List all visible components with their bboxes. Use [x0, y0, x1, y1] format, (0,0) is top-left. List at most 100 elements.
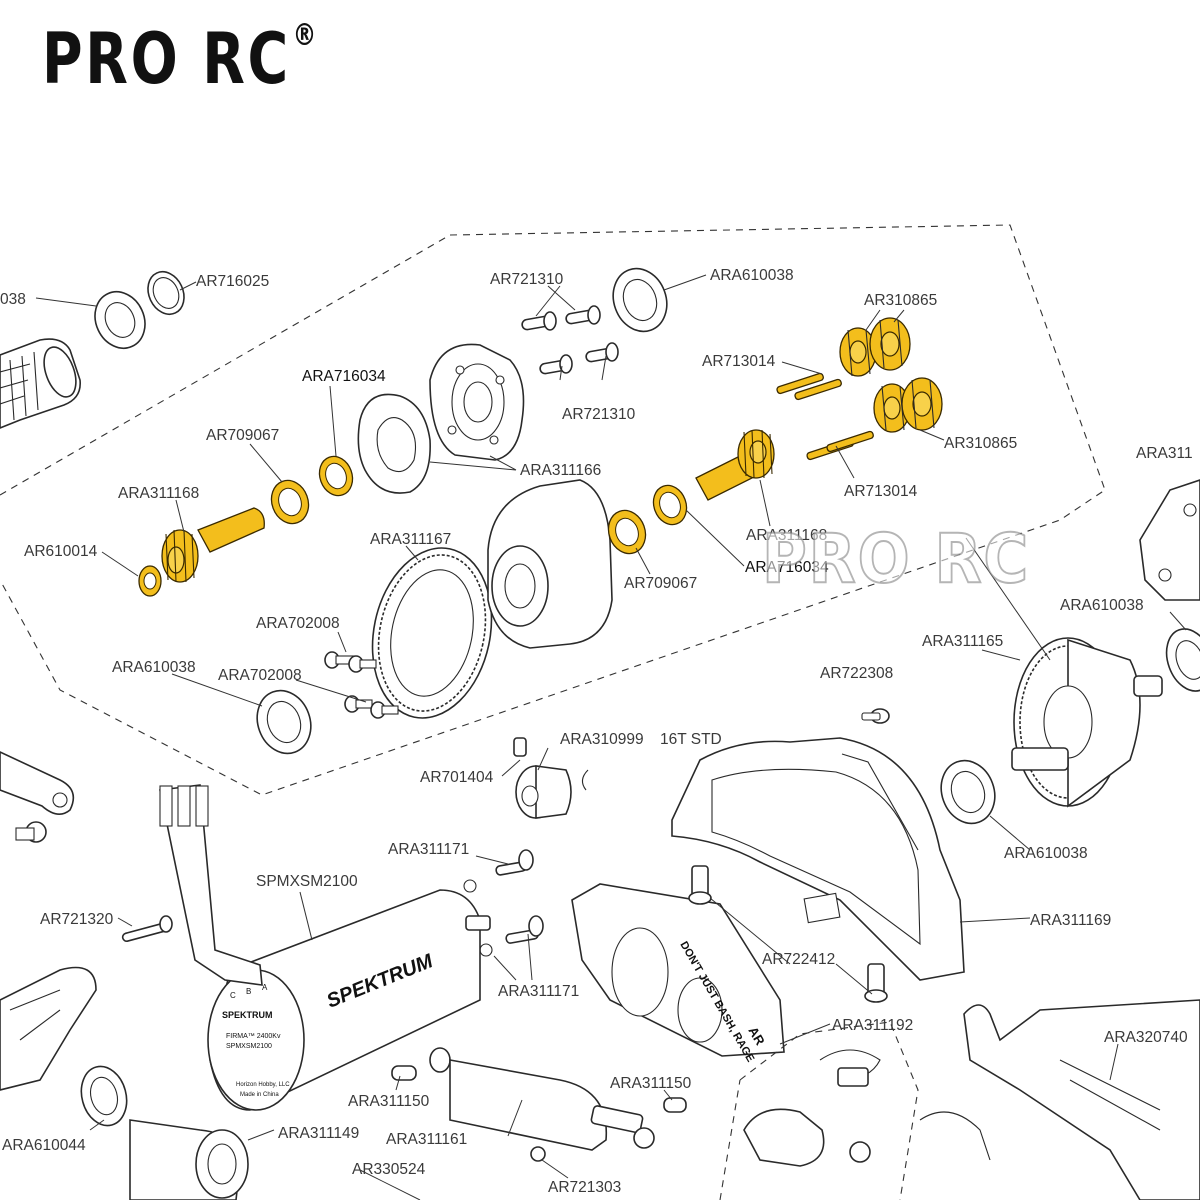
rod-end-left — [0, 751, 75, 815]
label-ara702008-b: ARA702008 — [218, 667, 302, 684]
label-ara311192: ARA311192 — [832, 1017, 913, 1034]
pinion-ara310999 — [515, 765, 572, 819]
label-ar721310-top: AR721310 — [490, 271, 564, 288]
diff-group-outline — [0, 224, 1106, 796]
label-ara702008-a: ARA702008 — [256, 615, 340, 632]
bearing-top-left — [94, 291, 146, 349]
phase-b: B — [246, 987, 251, 996]
bearing-ara610038-lower — [940, 759, 996, 825]
screws-ara702008 — [324, 651, 399, 719]
bearing-ara610038-top — [612, 267, 668, 333]
bearing-ara610044 — [80, 1065, 128, 1127]
label-ar721303: AR721303 — [548, 1179, 621, 1196]
phase-c: C — [230, 991, 236, 1000]
label-ara610038-top: ARA610038 — [710, 267, 794, 284]
setscrew-ar701404 — [513, 737, 527, 757]
label-ara311168-left: ARA311168 — [118, 485, 199, 502]
label-ara311171-b: ARA311171 — [498, 983, 579, 1000]
pin-ar721320 — [121, 915, 173, 942]
shim-ara716034-left — [318, 455, 354, 497]
shim-ara716034-right — [652, 484, 688, 526]
label-ara311161: ARA311161 — [386, 1131, 467, 1148]
pins-ar721310 — [521, 305, 619, 375]
label-ar721310-mid: AR721310 — [562, 406, 636, 423]
eclip-ara310999 — [581, 769, 589, 791]
shock-ara311161 — [429, 1047, 655, 1151]
label-ar721320: AR721320 — [40, 911, 114, 928]
motor-origin: Made in China — [240, 1092, 279, 1098]
output-gear-ara311168-left — [161, 507, 265, 583]
label-ara311169: ARA311169 — [1030, 912, 1111, 929]
label-ar716025: AR716025 — [196, 273, 269, 290]
output-gear-ara311168-right — [695, 429, 775, 501]
label-ara610038-right: ARA610038 — [1060, 597, 1144, 614]
driveshaft-ara311149 — [129, 1119, 249, 1200]
label-ara311167: ARA311167 — [370, 531, 451, 548]
label-ar310865-top: AR310865 — [864, 292, 937, 309]
diff-cap-ara311166 — [429, 343, 525, 461]
label-ar713014-top: AR713014 — [702, 353, 776, 370]
label-ara610044: ARA610044 — [2, 1137, 86, 1154]
registered-mark: ® — [292, 17, 320, 53]
spider-gears-mid — [873, 377, 943, 433]
label-ara610038-lower: ARA610038 — [1004, 845, 1088, 862]
spider-gears-top — [839, 317, 911, 377]
motor-spmxsm2100: SPEKTRUM SPEKTRUM C B A FIRMA™ 2400Kv SP… — [159, 784, 491, 1111]
label-ar310865-mid: AR310865 — [944, 435, 1017, 452]
bearing-ar610014 — [138, 565, 162, 597]
gear-cover-ara311169 — [671, 737, 965, 981]
arm-left-edge — [0, 966, 97, 1091]
phase-a: A — [262, 983, 268, 992]
label-ara311150-b: ARA311150 — [610, 1075, 692, 1092]
label-ara311150-a: ARA311150 — [348, 1093, 430, 1110]
drive-cup-left — [0, 338, 81, 429]
label-ara311165: ARA311165 — [922, 633, 1003, 650]
bearing-ara610038-right-edge — [1165, 628, 1200, 692]
rod-ar330524 — [359, 1169, 421, 1200]
motor-model: FIRMA™ 2400Kv — [226, 1033, 281, 1040]
pins-ar713014-mid — [806, 430, 874, 461]
label-ar610014: AR610014 — [24, 543, 98, 560]
screws-ara311171 — [463, 849, 544, 957]
motor-endcap-brand: SPEKTRUM — [222, 1010, 273, 1020]
label-ar709067-left: AR709067 — [206, 427, 279, 444]
leader-lines — [35, 274, 1187, 1179]
brand-name: PRO RC — [42, 18, 291, 100]
label-ara311166: ARA311166 — [520, 462, 601, 479]
label-ara320740: ARA320740 — [1104, 1029, 1188, 1046]
pins-ar713014-top — [776, 372, 842, 401]
label-038-edge: 038 — [0, 291, 26, 308]
label-ara311171-a: ARA311171 — [388, 841, 469, 858]
brand-logo: PRO RC® — [42, 18, 319, 100]
label-ar701404: AR701404 — [420, 769, 494, 786]
shim-ar709067-left — [270, 479, 310, 525]
label-ar722412: AR722412 — [762, 951, 835, 968]
dowel-ara311150-b — [663, 1097, 687, 1113]
label-ar722308: AR722308 — [820, 665, 893, 682]
rear-stay-ara320740 — [963, 999, 1200, 1200]
callout-labels: 038 AR716025 AR721310 ARA610038 AR310865… — [0, 267, 1193, 1196]
bearing-ara610038-left — [256, 689, 312, 755]
label-ara311168-right: ARA311168 — [746, 527, 827, 544]
screws-ar722412 — [688, 865, 888, 1003]
motor-plate-ara311192: DON'T JUST BASH, RAGE AR — [571, 883, 785, 1064]
diff-case — [487, 479, 613, 649]
label-ara716034-left: ARA716034 — [302, 368, 386, 385]
label-16t-std: 16T STD — [660, 731, 722, 748]
shim-ar716025 — [147, 271, 185, 315]
label-ara311-edge: ARA311 — [1136, 445, 1193, 462]
diff-gasket — [357, 393, 431, 494]
motor-maker: Horizon Hobby, LLC — [236, 1082, 290, 1088]
dowel-ara311150-a — [391, 1065, 417, 1081]
motor-part: SPMXSM2100 — [226, 1043, 272, 1050]
label-ara716034-right: ARA716034 — [745, 559, 829, 576]
label-ar713014-mid: AR713014 — [844, 483, 918, 500]
screw-ar722308 — [861, 708, 890, 724]
watermark-text: PRO RC — [761, 519, 1031, 600]
label-ara310999: ARA310999 — [560, 731, 644, 748]
spur-gear-ara311167 — [371, 547, 493, 719]
label-spmxsm2100: SPMXSM2100 — [256, 873, 358, 890]
bulkhead-right-edge — [1139, 479, 1200, 601]
